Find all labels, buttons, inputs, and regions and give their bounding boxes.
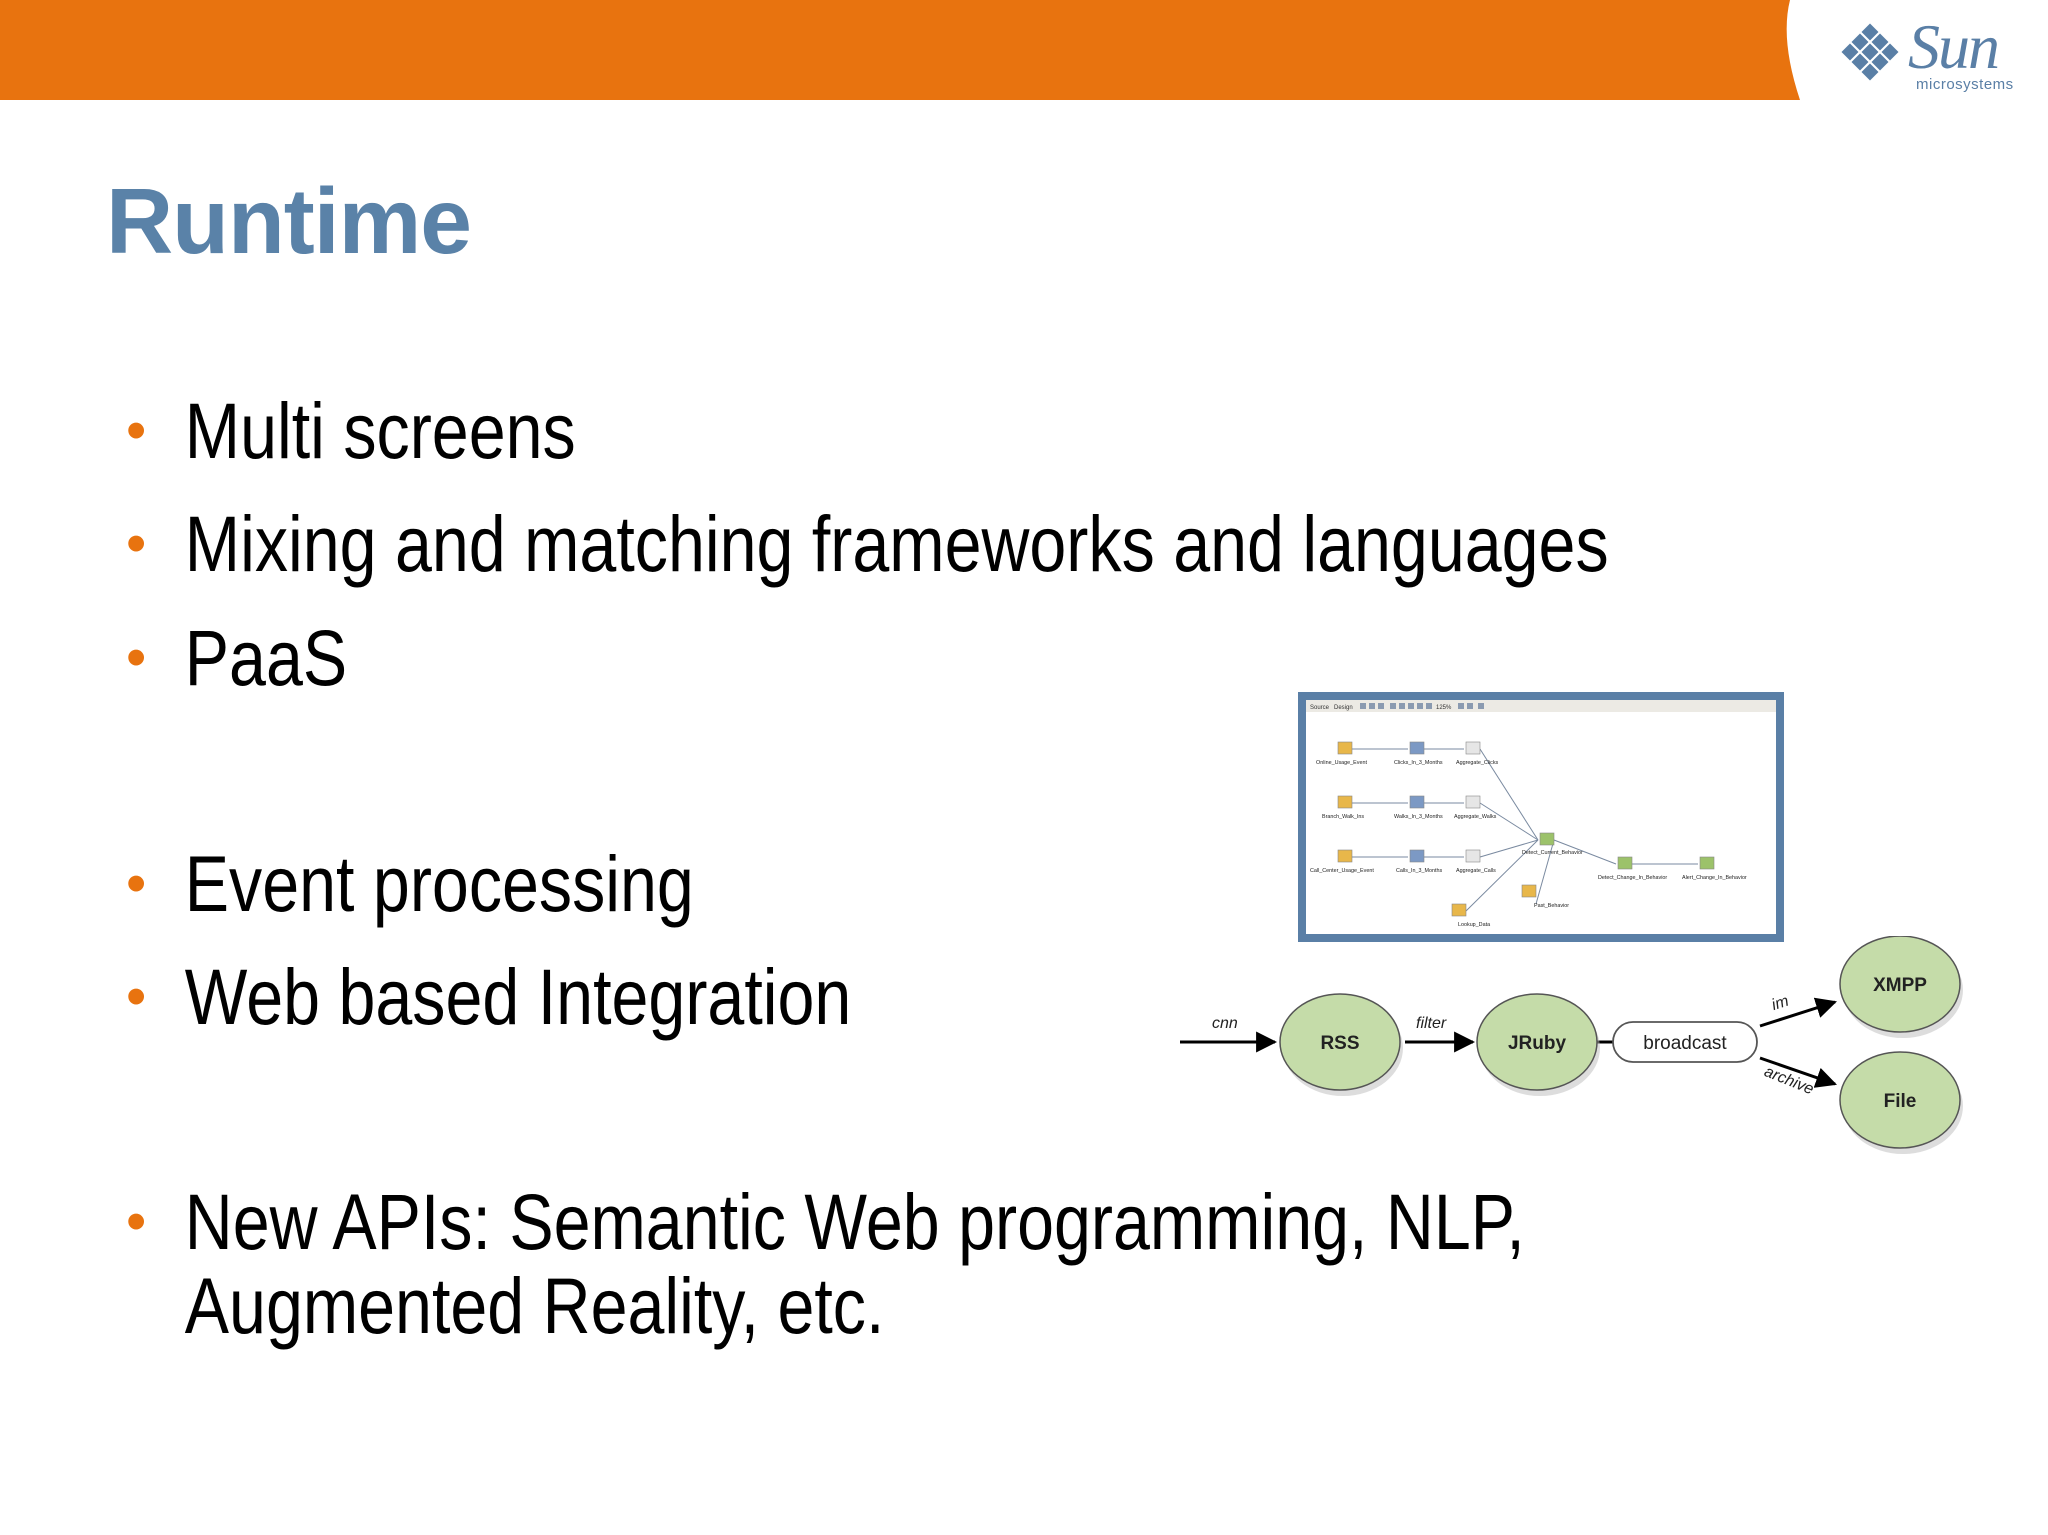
node-label: Detect_Current_Behavior — [1522, 850, 1583, 856]
xmpp-node — [1839, 936, 1961, 1033]
bullet-dot-icon: • — [126, 964, 147, 1029]
node-label: Aggregate_Clicks — [1456, 760, 1499, 766]
bullet-text: PaaS — [184, 613, 348, 702]
screenshot-node-labels: Online_Usage_Event Clicks_In_3_Months Ag… — [1310, 760, 1747, 928]
bullet-text: Mixing and matching frameworks and langu… — [184, 499, 1609, 588]
node-label: Detect_Change_In_Behavior — [1598, 875, 1667, 881]
logo-subtitle: microsystems — [1916, 76, 2014, 93]
file-node-label: File — [1884, 1091, 1917, 1112]
integration-flow-diagram: cnn filter im archive RSS JRuby broadcas… — [1180, 936, 1963, 1154]
bullet-item: • Event processing — [126, 842, 694, 926]
xmpp-node-label: XMPP — [1873, 975, 1927, 996]
bullet-dot-icon: • — [126, 625, 147, 690]
header-bar — [0, 0, 1800, 100]
sun-logo: Sun microsystems — [1838, 11, 2028, 100]
bullet-dot-icon: • — [126, 398, 147, 463]
node-label: Aggregate_Walks — [1454, 814, 1497, 820]
zoom-level[interactable]: 125% — [1436, 705, 1452, 711]
toolbar-tab-source[interactable]: Source — [1310, 705, 1330, 711]
bullet-item: • Mixing and matching frameworks and lang… — [126, 502, 1609, 586]
slide-title: Runtime — [106, 169, 472, 273]
broadcast-node-label: broadcast — [1643, 1033, 1727, 1054]
bullet-item: • New APIs: Semantic Web programming, NLP… — [126, 1180, 1714, 1348]
rss-node — [1279, 993, 1401, 1091]
rss-node-label: RSS — [1320, 1033, 1359, 1054]
jruby-node-label: JRuby — [1508, 1033, 1567, 1054]
edge-label-cnn: cnn — [1212, 1015, 1238, 1032]
toolbar-icons — [1360, 703, 1484, 709]
bullet-item: • Multi screens — [126, 389, 576, 473]
logo-wordmark: Sun — [1908, 11, 2000, 82]
bullet-item: • Web based Integration — [126, 955, 851, 1039]
node-label: Lookup_Data — [1458, 922, 1490, 928]
node-label: Calls_In_3_Months — [1396, 868, 1442, 874]
bullet-text: New APIs: Semantic Web programming, NLP,… — [184, 1177, 1525, 1350]
node-label: Clicks_In_3_Months — [1394, 760, 1443, 766]
bullet-item: • PaaS — [126, 616, 347, 700]
node-label: Branch_Walk_Ins — [1322, 814, 1364, 820]
screenshot-edges — [1350, 748, 1698, 912]
flow-nodes: RSS JRuby broadcast XMPP File — [1279, 936, 1963, 1154]
bullet-text: Multi screens — [184, 386, 576, 475]
bullet-dot-icon: • — [126, 511, 147, 576]
screenshot-nodes — [1337, 741, 1715, 917]
node-label: Call_Center_Usage_Event — [1310, 868, 1374, 874]
sun-logo-icon — [1841, 23, 1899, 81]
file-node — [1839, 1051, 1961, 1149]
bullet-text: Web based Integration — [184, 952, 852, 1041]
node-label: Aggregate_Calls — [1456, 868, 1496, 874]
node-label: Walks_In_3_Months — [1394, 814, 1443, 820]
bullet-dot-icon: • — [126, 851, 147, 916]
edge-label-filter: filter — [1416, 1015, 1447, 1032]
screenshot-canvas — [1306, 700, 1776, 934]
header-orange-band — [0, 0, 1800, 100]
bullet-dot-icon: • — [126, 1189, 147, 1254]
node-label: Past_Behavior — [1534, 903, 1569, 909]
jruby-node — [1476, 993, 1598, 1091]
toolbar-tab-design[interactable]: Design — [1334, 705, 1353, 711]
event-processing-screenshot: Source Design 125% Online_Usage_Event C — [1298, 692, 1784, 942]
broadcast-node — [1612, 1021, 1758, 1063]
node-label: Alert_Change_In_Behavior — [1682, 875, 1747, 881]
bullet-text: Event processing — [184, 839, 694, 928]
edge-label-im: im — [1770, 993, 1791, 1014]
screenshot-toolbar — [1306, 700, 1776, 712]
node-label: Online_Usage_Event — [1316, 760, 1367, 766]
